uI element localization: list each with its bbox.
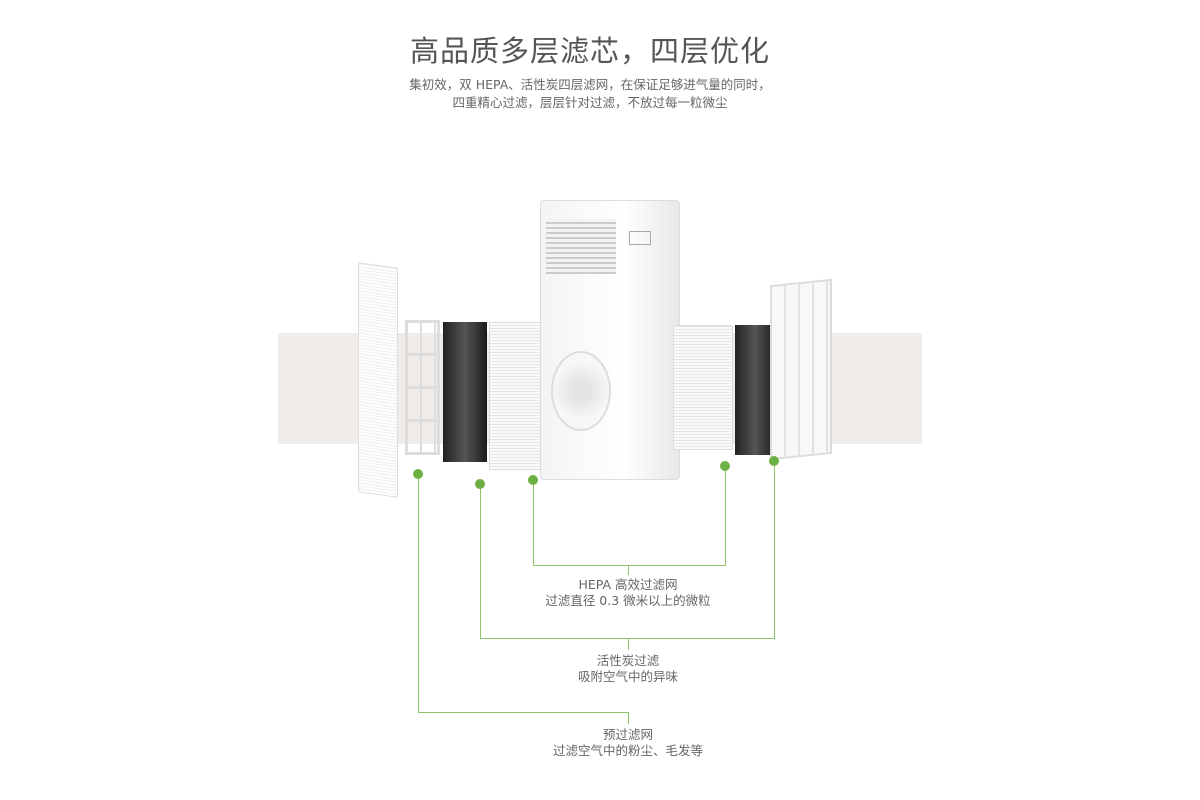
air-outlet-grille <box>546 219 616 274</box>
carbon-filter-right <box>735 325 775 455</box>
pre-filter-caption: 预过滤网 过滤空气中的粉尘、毛发等 <box>498 727 758 759</box>
subtitle-line-2: 四重精心过滤，层层针对过滤，不放过每一粒微尘 <box>452 95 728 110</box>
hepa-left-dot <box>528 475 538 485</box>
subtitle-line-1: 集初效，双 HEPA、活性炭四层滤网，在保证足够进气量的同时， <box>409 77 771 92</box>
pre-filter-dot <box>413 469 423 479</box>
back-cover-panel <box>770 278 832 461</box>
carbon-right-dot <box>769 456 779 466</box>
pre-filter-desc: 过滤空气中的粉尘、毛发等 <box>552 743 703 758</box>
pre-filter-frame <box>405 320 440 455</box>
carbon-left-dot <box>475 479 485 489</box>
page-title: 高品质多层滤芯，四层优化 <box>409 34 770 68</box>
carbon-filter-left <box>443 322 487 462</box>
hepa-filter-right <box>673 325 733 450</box>
pre-filter-title: 预过滤网 <box>602 727 653 742</box>
carbon-caption: 活性炭过滤 吸附空气中的异味 <box>498 653 758 685</box>
hepa-title: HEPA 高效过滤网 <box>578 577 678 592</box>
carbon-title: 活性炭过滤 <box>596 653 660 668</box>
carbon-desc: 吸附空气中的异味 <box>577 669 678 684</box>
hepa-caption: HEPA 高效过滤网 过滤直径 0.3 微米以上的微粒 <box>498 577 758 609</box>
hepa-filter-left <box>489 322 543 470</box>
purifier-body <box>540 200 680 480</box>
hepa-right-dot <box>720 461 730 471</box>
hepa-desc: 过滤直径 0.3 微米以上的微粒 <box>545 593 711 608</box>
front-cover-panel <box>358 262 398 498</box>
display-icon <box>629 231 651 245</box>
fan-icon <box>551 351 611 431</box>
